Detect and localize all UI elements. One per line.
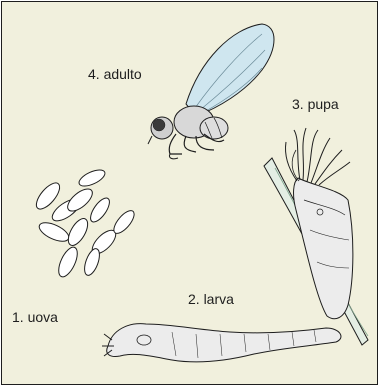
stage-label-eggs: 1. uova [12, 310, 58, 324]
stage-label-adult: 4. adulto [88, 67, 142, 81]
larva-illustration [102, 324, 341, 362]
stage-label-larva: 2. larva [188, 292, 234, 306]
eggs-illustration [32, 167, 137, 280]
stage-label-pupa: 3. pupa [292, 97, 339, 111]
adult-fly-illustration [148, 24, 274, 159]
